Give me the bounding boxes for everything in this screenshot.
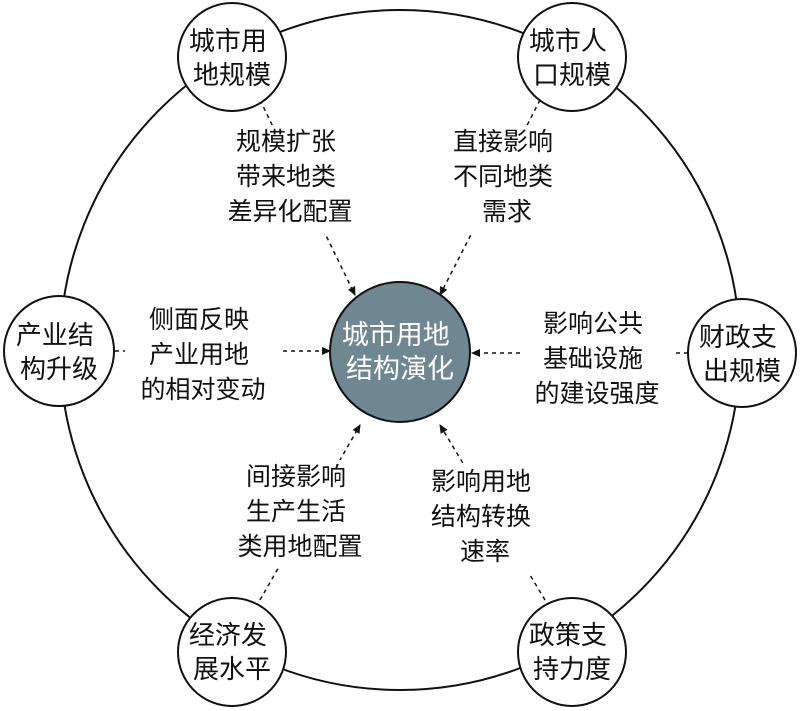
node-left-label: 产业结 构升级 — [16, 321, 102, 385]
node-right-line-1: 财政支 — [699, 323, 777, 353]
label-bg-bottom-left — [220, 460, 380, 568]
label-right-line-2: 基础设施 — [543, 344, 643, 373]
label-bottom-right-line-3: 速率 — [460, 537, 510, 566]
node-right-line-2: 出规模 — [703, 357, 781, 387]
node-bottom-left-circle — [177, 597, 287, 707]
label-top-left-line-3: 差异化配置 — [227, 197, 352, 226]
label-backgrounds — [125, 125, 675, 573]
label-bottom-right: 影响用地 结构转换 速率 — [431, 467, 539, 566]
node-bottom-left-line-2: 展水平 — [193, 655, 271, 685]
label-bg-bottom-right — [410, 465, 560, 573]
label-top-right-line-2: 不同地类 — [453, 162, 553, 191]
connector-bottom-left — [259, 424, 361, 601]
label-bottom-right-line-2: 结构转换 — [431, 502, 531, 531]
center-circle — [329, 281, 471, 423]
label-bottom-right-line-1: 影响用地 — [431, 467, 531, 496]
node-bottom-left-line-1: 经济发 — [189, 621, 267, 651]
label-top-right-line-1: 直接影响 — [453, 127, 553, 156]
node-bottom-left-label: 经济发 展水平 — [189, 621, 275, 685]
node-bottom-right-circle — [517, 597, 627, 707]
label-top-left: 规模扩张 带来地类 差异化配置 — [227, 127, 352, 226]
label-bg-top-right — [445, 125, 570, 233]
label-top-right-line-3: 需求 — [482, 197, 532, 226]
node-right: 财政支 出规模 — [687, 298, 797, 408]
node-top-left-line-1: 城市用 — [189, 27, 267, 57]
node-bottom-right: 政策支 持力度 — [517, 597, 627, 707]
label-right: 影响公共 基础设施 的建设强度 — [534, 309, 659, 408]
label-bottom-left: 间接影响 生产生活 类用地配置 — [237, 462, 362, 561]
label-left: 侧面反映 产业用地 的相对变动 — [140, 305, 265, 404]
label-top-left-line-1: 规模扩张 — [236, 127, 336, 156]
node-right-label: 财政支 出规模 — [699, 323, 785, 387]
node-top-right-circle — [517, 2, 627, 112]
label-left-line-1: 侧面反映 — [149, 305, 249, 334]
node-top-right: 城市人 口规模 — [517, 2, 627, 112]
node-left: 产业结 构升级 — [3, 295, 115, 407]
label-top-right: 直接影响 不同地类 需求 — [453, 127, 561, 226]
node-right-circle — [687, 298, 797, 408]
center-label: 城市用地 结构演化 — [342, 320, 459, 385]
node-left-circle — [3, 295, 115, 407]
node-top-right-label: 城市人 口规模 — [529, 27, 615, 91]
label-bg-top-left — [220, 125, 360, 233]
label-right-line-1: 影响公共 — [543, 309, 643, 338]
node-bottom-left: 经济发 展水平 — [177, 597, 287, 707]
center-line-1: 城市用地 — [342, 320, 450, 351]
node-top-right-line-1: 城市人 — [529, 27, 607, 57]
node-top-left-label: 城市用 地规模 — [189, 27, 275, 91]
node-bottom-right-label: 政策支 持力度 — [529, 621, 615, 685]
node-left-line-2: 构升级 — [20, 355, 98, 385]
node-left-line-1: 产业结 — [16, 321, 94, 351]
label-left-line-3: 的相对变动 — [140, 375, 265, 404]
node-top-left-line-2: 地规模 — [193, 61, 271, 91]
label-bg-right — [520, 306, 675, 414]
node-bottom-right-line-1: 政策支 — [529, 621, 607, 651]
node-bottom-right-line-2: 持力度 — [533, 655, 611, 685]
label-left-line-2: 产业用地 — [149, 340, 249, 369]
node-top-right-line-2: 口规模 — [533, 61, 611, 91]
label-bg-left — [125, 302, 280, 410]
center-line-2: 结构演化 — [346, 354, 454, 385]
label-bottom-left-line-2: 生产生活 — [246, 497, 346, 526]
node-top-left: 城市用 地规模 — [177, 2, 287, 112]
label-top-left-line-2: 带来地类 — [236, 162, 336, 191]
node-top-left-circle — [177, 2, 287, 112]
label-bottom-left-line-3: 类用地配置 — [237, 532, 362, 561]
label-right-line-3: 的建设强度 — [534, 379, 659, 408]
center-node: 城市用地 结构演化 — [329, 281, 471, 423]
label-bottom-left-line-1: 间接影响 — [246, 462, 346, 491]
